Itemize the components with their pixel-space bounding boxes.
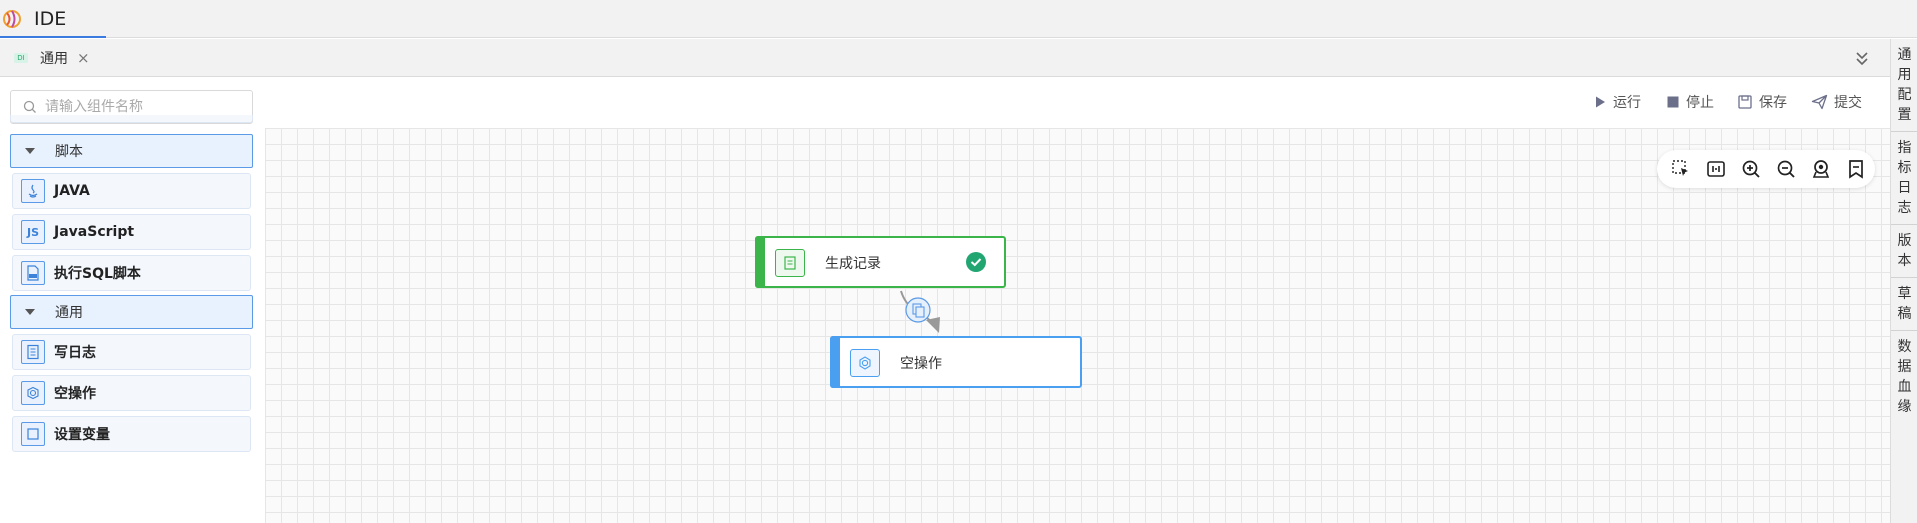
zoom-out-icon[interactable] [1776, 159, 1796, 179]
tab-bar: DI 通用 × [0, 39, 1890, 77]
sql-icon [21, 261, 45, 285]
dummy-icon [21, 381, 45, 405]
node-status-bar [755, 236, 765, 288]
top-header: IDE [0, 0, 1917, 38]
connector-edge [900, 290, 940, 333]
app-logo-icon [3, 10, 21, 28]
component-sql-script[interactable]: 执行SQL脚本 [12, 255, 251, 291]
search-icon [23, 100, 36, 113]
collapse-tabs-icon[interactable] [1853, 49, 1871, 67]
sidebar-item-data-lineage[interactable]: 数据血缘 [1897, 339, 1912, 415]
group-header-script[interactable]: 脚本 [10, 134, 253, 168]
app-title: IDE [34, 8, 67, 30]
records-icon [775, 249, 805, 277]
play-icon [1596, 96, 1605, 108]
save-icon [1738, 95, 1752, 109]
stop-button[interactable]: 停止 [1666, 92, 1714, 112]
submit-button[interactable]: 提交 [1811, 92, 1862, 112]
sidebar-item-draft[interactable]: 草稿 [1891, 278, 1917, 331]
stop-icon [1667, 96, 1679, 108]
search-input[interactable] [45, 99, 245, 115]
sidebar-item-metric-log[interactable]: 指标日志 [1891, 132, 1917, 225]
list-item-partial [10, 115, 253, 123]
tab-general[interactable]: DI 通用 × [14, 48, 90, 68]
log-icon [21, 340, 45, 364]
expand-triangle-icon [25, 148, 35, 154]
java-icon [21, 179, 45, 203]
right-sidebar: 通用配置 指标日志 版本 草稿 数据血缘 [1890, 39, 1917, 523]
sidebar-item-version[interactable]: 版本 [1891, 225, 1917, 278]
select-area-icon[interactable] [1671, 159, 1691, 179]
component-write-log[interactable]: 写日志 [12, 334, 251, 370]
js-icon: JS [21, 220, 45, 244]
tab-close-icon[interactable]: × [77, 49, 90, 67]
canvas-tool-bar [1657, 150, 1875, 188]
zoom-in-icon[interactable] [1741, 159, 1761, 179]
variable-icon [21, 422, 45, 446]
send-icon [1811, 94, 1828, 110]
search-box[interactable] [10, 90, 253, 124]
component-javascript[interactable]: JS JavaScript [12, 214, 251, 250]
component-dummy[interactable]: 空操作 [12, 375, 251, 411]
bookmark-icon[interactable] [1846, 159, 1866, 179]
flow-node-dummy[interactable]: 空操作 [830, 336, 1082, 388]
success-check-icon [966, 252, 986, 272]
locate-icon[interactable] [1811, 159, 1831, 179]
flow-canvas[interactable]: 生成记录 空操作 [265, 128, 1890, 523]
dummy-icon [850, 349, 880, 377]
tab-label: 通用 [40, 51, 68, 67]
flow-node-generate-records[interactable]: 生成记录 [755, 236, 1006, 288]
expand-triangle-icon [25, 309, 35, 315]
sidebar-item-general-config[interactable]: 通用配置 [1891, 39, 1917, 132]
editor-toolbar: 运行 停止 保存 提交 [265, 78, 1890, 128]
save-button[interactable]: 保存 [1737, 92, 1787, 112]
fit-view-icon[interactable] [1706, 159, 1726, 179]
tab-type-badge: DI [14, 53, 28, 63]
app-title-underline [0, 36, 106, 38]
component-panel: 脚本 JAVA JS JavaScript 执行SQL脚本 通用 写日志 空操作 [0, 78, 265, 523]
component-set-variable[interactable]: 设置变量 [12, 416, 251, 452]
run-button[interactable]: 运行 [1593, 92, 1641, 112]
component-java[interactable]: JAVA [12, 173, 251, 209]
group-header-general[interactable]: 通用 [10, 295, 253, 329]
node-status-bar [830, 336, 840, 388]
